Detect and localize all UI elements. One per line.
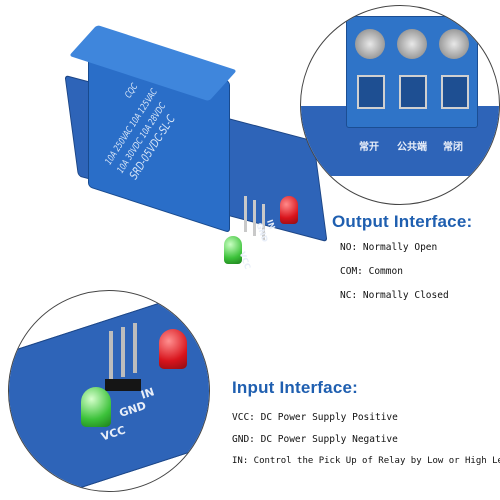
relay-brand: CQC [123,80,140,101]
label-vcc-top: VCC [237,250,253,271]
input-green-led [81,387,111,427]
green-led [224,236,242,264]
input-item-vcc: VCC: DC Power Supply Positive [232,412,398,423]
relay-body: CQC 10A 250VAC 10A 125VAC 10A 30VDC 10A … [68,24,238,234]
socket-2-icon [399,75,427,109]
screw-2-icon [397,29,427,59]
header-pins [240,196,270,246]
terminal-label-no: 常开 [359,142,379,153]
output-item-com: COM: Common [340,266,403,277]
output-item-no: NO: Normally Open [340,242,438,253]
terminal-block [346,16,478,128]
input-item-in: IN: Control the Pick Up of Relay by Low … [232,456,500,466]
socket-3-icon [441,75,469,109]
input-red-led [159,329,187,369]
screw-1-icon [355,29,385,59]
relay-module-photo: CQC 10A 250VAC 10A 125VAC 10A 30VDC 10A … [0,0,328,290]
input-interface-title: Input Interface: [232,378,358,397]
output-interface-title: Output Interface: [332,212,473,231]
output-item-nc: NC: Normally Closed [340,290,449,301]
input-header-pins [105,323,147,391]
terminal-label-com: 公共端 [397,142,427,153]
input-item-gnd: GND: DC Power Supply Negative [232,434,398,445]
terminal-label-nc: 常闭 [443,142,463,153]
screw-3-icon [439,29,469,59]
socket-1-icon [357,75,385,109]
red-led [280,196,298,224]
input-pcb [9,291,209,491]
input-closeup: IN GND VCC [8,290,210,492]
terminal-closeup: 常开 公共端 常闭 [300,5,500,205]
